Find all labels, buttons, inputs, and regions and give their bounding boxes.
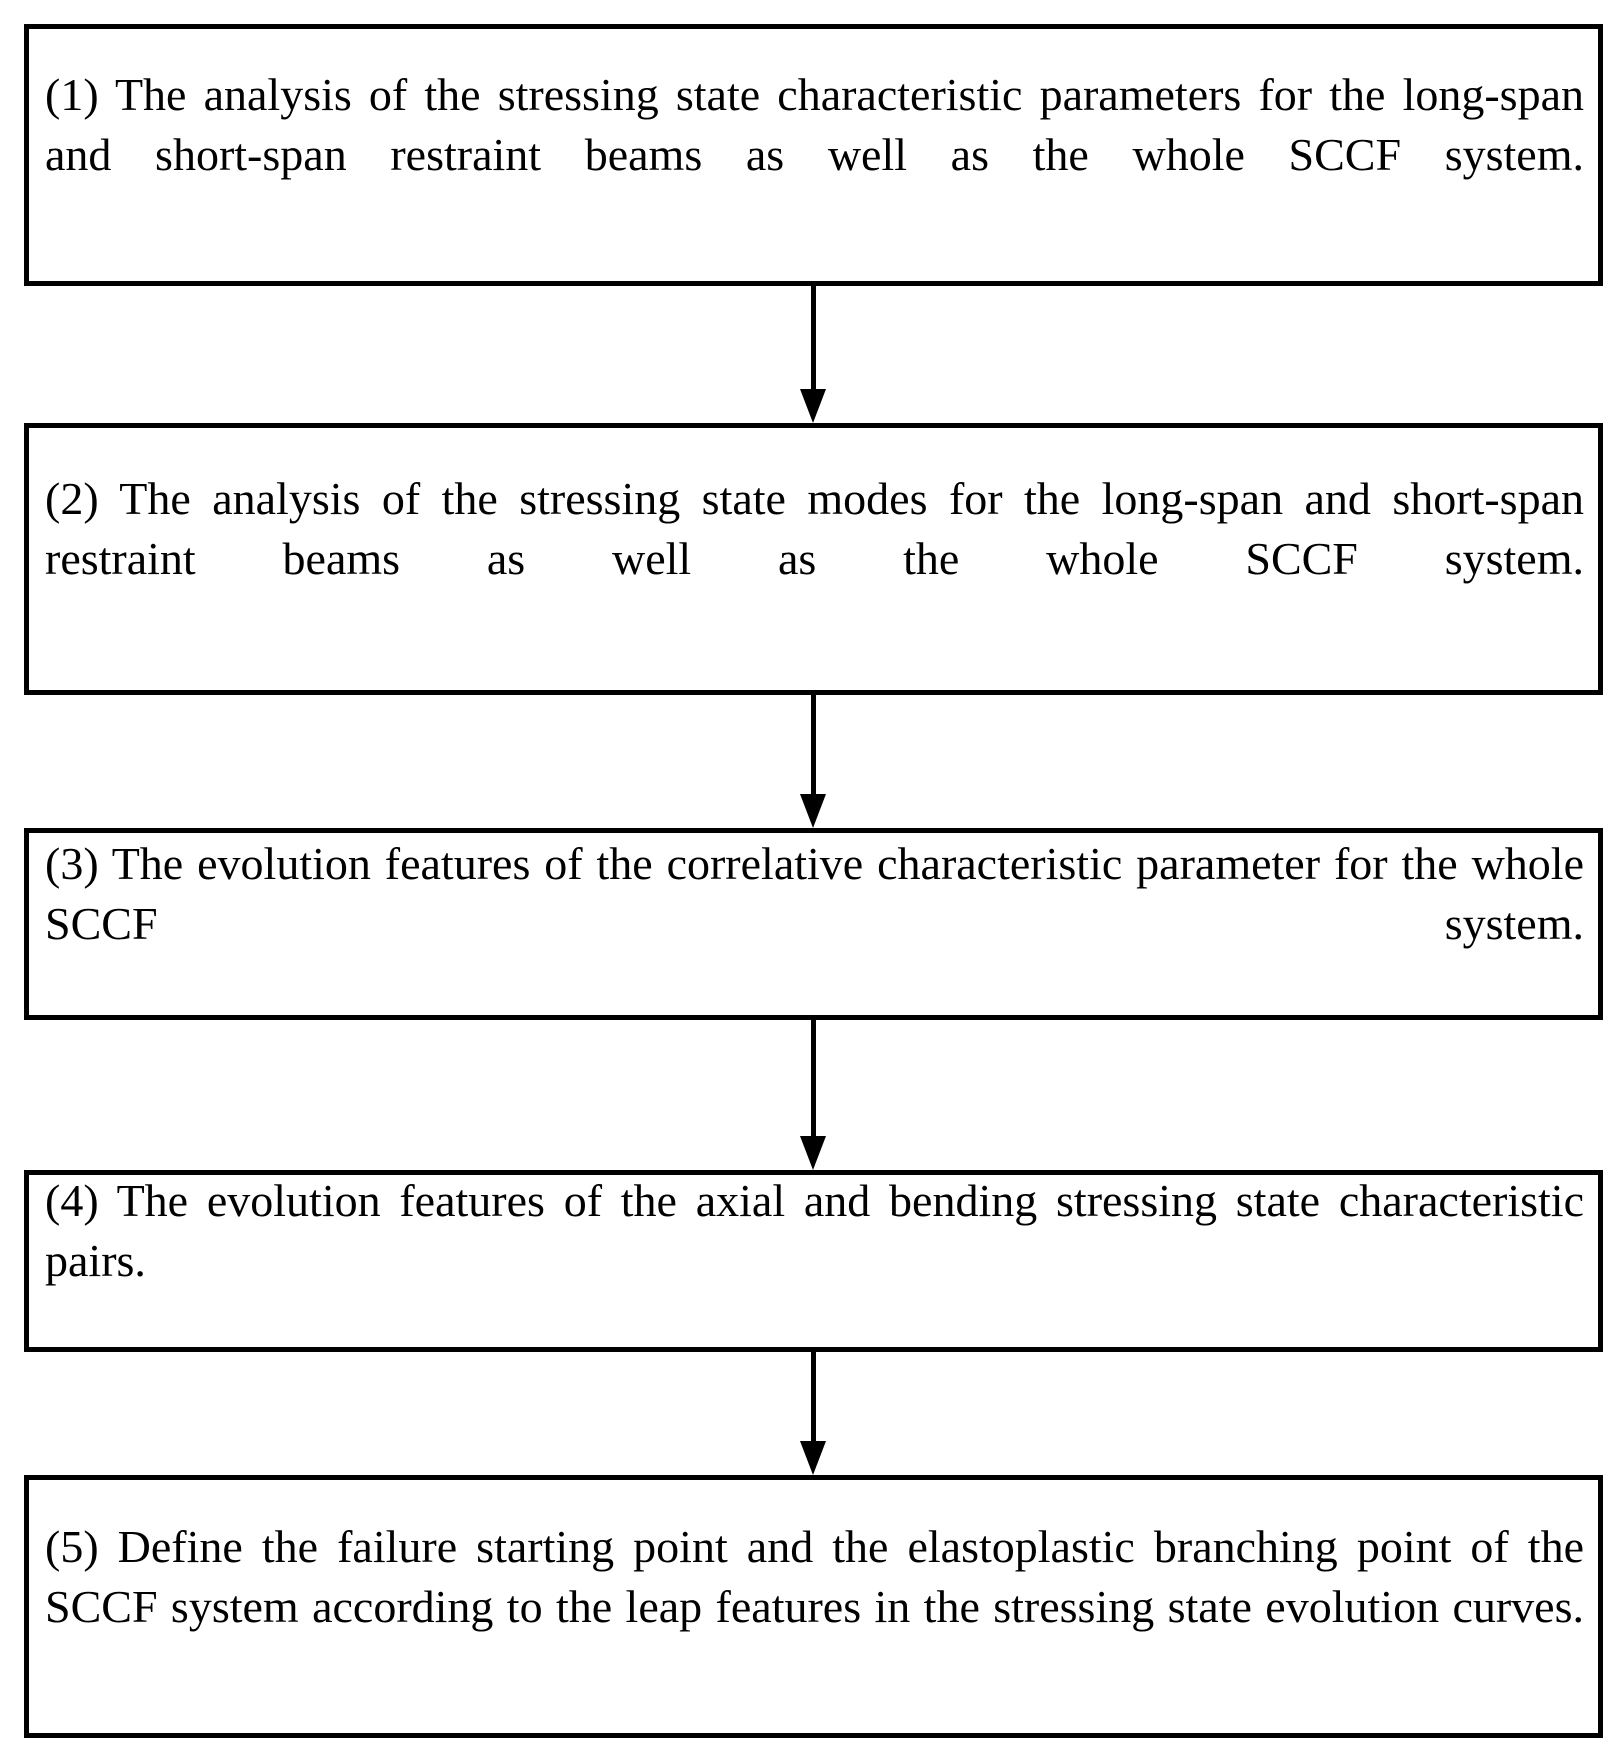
down-arrow-icon-step-3-to-step-4 (800, 1020, 826, 1170)
flowchart-node-step-5: (5) Define the failure starting point an… (24, 1475, 1603, 1738)
flowchart-node-step-3-text: (3) The evolution features of the correl… (45, 838, 1584, 950)
flowchart-node-step-1-text: (1) The analysis of the stressing state … (45, 69, 1584, 181)
flowchart-node-step-4: (4) The evolution features of the axial … (24, 1170, 1603, 1352)
flowchart-node-step-2: (2) The analysis of the stressing state … (24, 423, 1603, 695)
arrow-head (800, 794, 826, 828)
down-arrow-icon-step-1-to-step-2 (800, 286, 826, 423)
flowchart-node-step-5-text: (5) Define the failure starting point an… (45, 1520, 1584, 1632)
down-arrow-icon-step-2-to-step-3 (800, 695, 826, 828)
flowchart-node-step-1: (1) The analysis of the stressing state … (24, 24, 1603, 286)
down-arrow-icon-step-4-to-step-5 (800, 1352, 826, 1475)
arrow-shaft (811, 286, 816, 389)
flowchart-node-step-2-text: (2) The analysis of the stressing state … (45, 473, 1584, 585)
flowchart-node-step-3: (3) The evolution features of the correl… (24, 828, 1603, 1020)
arrow-head (800, 1441, 826, 1475)
arrow-head (800, 389, 826, 423)
arrow-shaft (811, 1020, 816, 1136)
arrow-shaft (811, 695, 816, 794)
arrow-shaft (811, 1352, 816, 1441)
flowchart-node-step-4-text: (4) The evolution features of the axial … (45, 1175, 1584, 1287)
arrow-head (800, 1136, 826, 1170)
